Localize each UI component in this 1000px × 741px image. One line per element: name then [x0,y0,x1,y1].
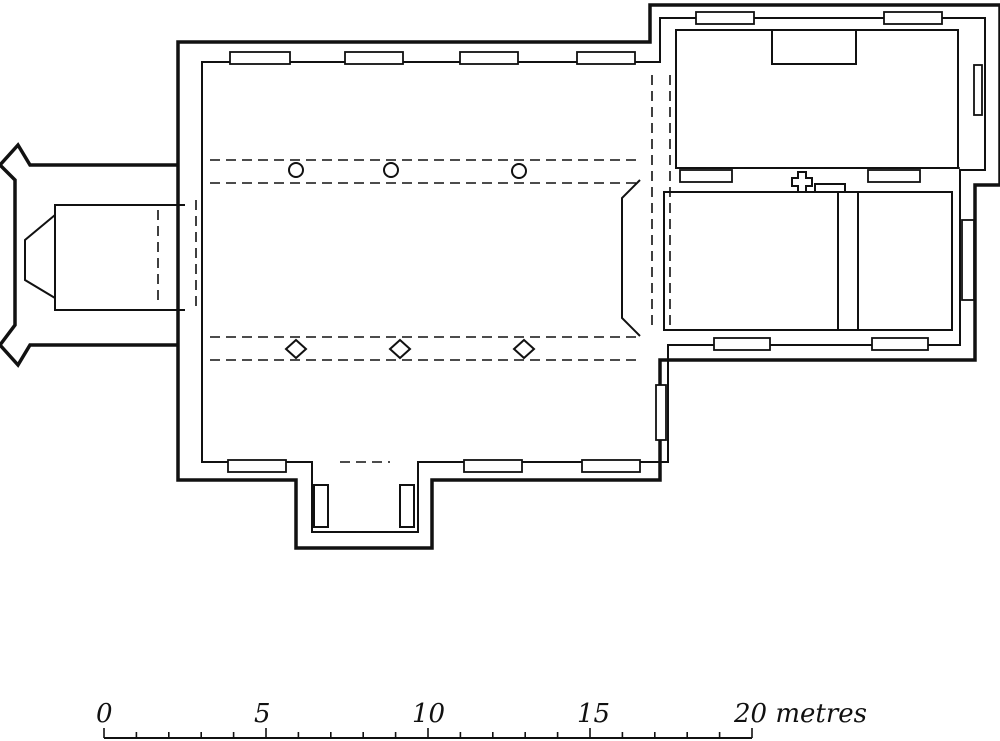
outer-walls [176,3,1000,550]
scale-label-5: 5 [254,699,271,729]
step [814,183,846,193]
scale-label-20-metres: 20 metres [733,699,867,729]
north-pier [511,163,527,179]
south-pier [388,338,412,360]
north-pier [288,162,304,178]
south-pier [284,338,308,360]
scale-label-0: 0 [96,699,113,729]
south-porch [313,484,415,528]
scale-ticks [103,728,753,738]
window [227,459,287,473]
window [867,169,921,183]
porch-bench-west [313,484,329,528]
west-tower [0,142,197,368]
scale-label-15: 15 [577,699,610,729]
tower-doorway [24,214,56,299]
chancel-step [621,179,641,337]
fittings [621,29,857,337]
piers [284,162,536,360]
window [961,219,975,301]
cross-symbol [791,171,813,193]
window [229,51,291,65]
scale-label-10: 10 [412,699,445,729]
altar-table [771,29,857,65]
window [871,337,929,351]
window [973,64,983,116]
north-pier [383,162,399,178]
tower-outer-wall [0,142,178,368]
window [581,459,641,473]
windows [227,11,983,473]
nave-outer-wall [176,3,1000,550]
tower-inner-wall [54,204,185,311]
window [679,169,733,183]
window [576,51,636,65]
arcade-lines [210,75,960,533]
window [695,11,755,25]
south-pier [512,338,536,360]
chancel-wall [663,191,953,331]
north-chapel-wall [675,29,959,169]
porch-bench-east [399,484,415,528]
window [344,51,404,65]
window [459,51,519,65]
scale-bar: 0 5 10 15 20 metres [96,699,867,739]
window [655,384,667,441]
window [463,459,523,473]
window [883,11,943,25]
nave-inner-wall [201,17,986,533]
window [713,337,771,351]
